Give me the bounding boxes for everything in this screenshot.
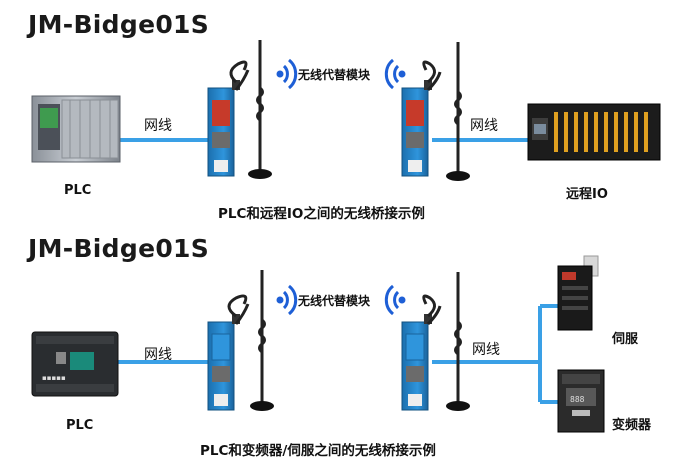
signal-waves-right-top (384, 58, 406, 90)
antenna-left-bottom (250, 270, 274, 411)
inverter-label: 变频器 (612, 418, 652, 433)
wire-label-right-top: 网线 (470, 118, 498, 134)
bridge-module-right-bottom (401, 294, 442, 411)
inverter-device: 888 (557, 369, 605, 433)
signal-waves-right-bottom (384, 284, 406, 316)
diagram-title-bottom: JM-Bidge01S (28, 234, 210, 263)
svg-text:888: 888 (570, 395, 585, 404)
signal-waves-left-top (276, 58, 298, 90)
signal-waves-left-bottom (276, 284, 298, 316)
remote-io-device (527, 103, 661, 161)
wire-label-left-top: 网线 (144, 118, 172, 134)
antenna-left-top (248, 40, 272, 179)
plc-label-bottom: PLC (66, 418, 94, 433)
caption-top: PLC和远程IO之间的无线桥接示例 (218, 206, 425, 222)
caption-bottom: PLC和变频器/伺服之间的无线桥接示例 (200, 443, 436, 459)
bridge-module-right-top (401, 60, 442, 177)
plc-device-bottom: ▪▪▪▪▪ (31, 331, 119, 397)
bridge-module-left-bottom (207, 294, 250, 411)
wireless-label-bottom: 无线代替模块 (298, 294, 371, 308)
wireless-label-top: 无线代替模块 (298, 68, 371, 82)
remote-io-label: 远程IO (566, 187, 608, 202)
svg-text:▪▪▪▪▪: ▪▪▪▪▪ (42, 374, 66, 382)
antenna-right-bottom (446, 272, 470, 411)
servo-label: 伺服 (612, 332, 639, 347)
plc-device-top (31, 95, 121, 163)
diagram-title-top: JM-Bidge01S (28, 10, 210, 39)
bridge-module-left-top (207, 60, 250, 177)
antenna-right-top (446, 42, 470, 181)
wire-label-left-bottom: 网线 (144, 347, 172, 363)
servo-drive-device (557, 255, 599, 331)
plc-label-top: PLC (64, 183, 92, 198)
wire-label-right-bottom: 网线 (472, 342, 500, 358)
